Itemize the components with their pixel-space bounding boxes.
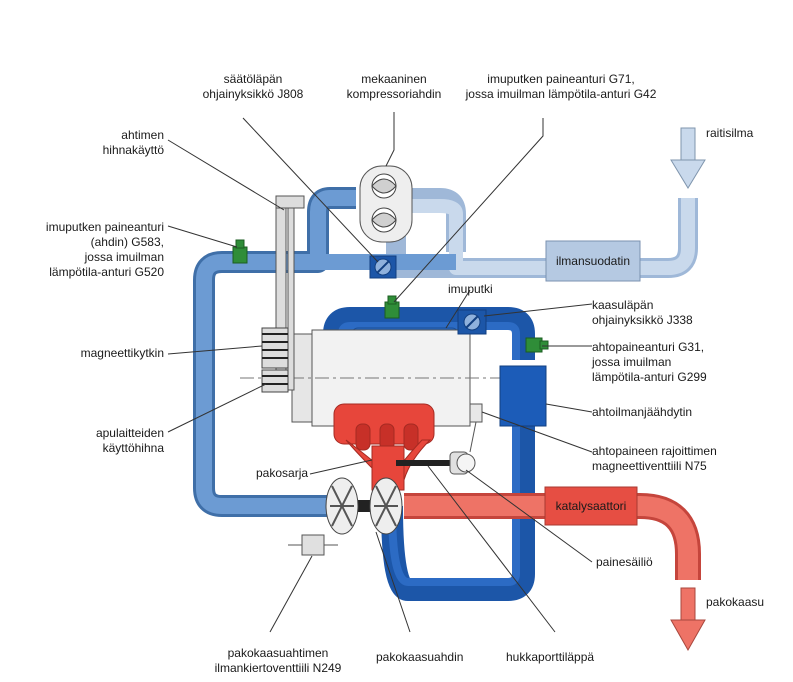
label-line: ahtopaineanturi G31, xyxy=(592,340,705,354)
label-line: jossa imuilman xyxy=(592,355,672,369)
label-line: imuputki xyxy=(448,282,493,296)
label-belt-drive: ahtimen hihnakäyttö xyxy=(60,128,164,158)
label-fresh-air: raitisilma xyxy=(706,126,753,141)
wastegate-rod xyxy=(396,460,458,466)
label-boost-limit-valve: ahtopaineen rajoittimen magneettiventtii… xyxy=(592,444,717,474)
label-aux-belt: apulaitteiden käyttöhihna xyxy=(40,426,164,456)
label-line: pakosarja xyxy=(256,466,309,480)
fresh-air-arrow xyxy=(670,127,706,189)
label-line: kaasuläpän xyxy=(592,298,654,312)
label-throttle-j338: kaasuläpän ohjainyksikkö J338 xyxy=(592,298,693,328)
label-line: pakokaasuahtimen xyxy=(227,646,329,660)
label-line: lämpötila-anturi G520 xyxy=(49,265,164,279)
label-wastegate: hukkaporttiläppä xyxy=(506,650,594,665)
label-line: ilmansuodatin xyxy=(555,254,631,268)
label-line: raitisilma xyxy=(706,126,754,140)
label-line: jossa imuilman lämpötila-anturi G42 xyxy=(465,87,657,101)
label-line: imuputken paineanturi G71, xyxy=(487,72,635,86)
label-catalyst: katalysaattori xyxy=(545,499,637,513)
label-magnetic-clutch: magneettikytkin xyxy=(40,346,164,361)
label-air-filter: ilmansuodatin xyxy=(546,254,640,268)
label-boost-sensor-g31: ahtopaineanturi G31, jossa imuilman lämp… xyxy=(592,340,707,385)
label-line: hihnakäyttö xyxy=(102,143,164,157)
belt-drive xyxy=(261,195,305,393)
label-intake-sensor-g71: imuputken paineanturi G71, jossa imuilma… xyxy=(448,72,674,102)
boost-limit-valve-n75 xyxy=(469,403,483,453)
label-line: ahtopaineen rajoittimen xyxy=(592,444,717,458)
label-intake-sensor-g583: imuputken paineanturi (ahdin) G583, joss… xyxy=(20,220,164,280)
air-filter-box xyxy=(545,240,641,282)
intercooler-box xyxy=(499,365,547,427)
label-line: mekaaninen xyxy=(361,72,427,86)
label-line: magneettikytkin xyxy=(80,346,164,360)
label-line: painesäiliö xyxy=(596,555,653,569)
throttle-j338 xyxy=(457,309,487,335)
pressure-tank xyxy=(449,451,476,475)
sensor-g31 xyxy=(525,337,549,353)
label-line: jossa imuilman xyxy=(84,250,164,264)
sensor-g583 xyxy=(232,239,248,264)
leader-lines xyxy=(167,112,593,633)
label-exhaust-manifold: pakosarja xyxy=(256,466,308,481)
label-line: hukkaporttiläppä xyxy=(506,650,595,664)
label-exhaust-gas: pakokaasu xyxy=(706,595,764,610)
throttle-j808 xyxy=(369,255,397,279)
label-line: lämpötila-anturi G299 xyxy=(592,370,707,384)
label-intake-pipe: imuputki xyxy=(448,282,493,297)
label-line: magneettiventtiili N75 xyxy=(592,459,707,473)
label-line: ohjainyksikkö J338 xyxy=(592,313,693,327)
label-mechanical-compressor: mekaaninen kompressoriahdin xyxy=(334,72,454,102)
label-pressure-tank: painesäiliö xyxy=(596,555,653,570)
exhaust-gas-arrow xyxy=(670,587,706,652)
label-line: ohjainyksikkö J808 xyxy=(202,87,304,101)
recirc-valve-n249 xyxy=(288,534,338,556)
label-line: kompressoriahdin xyxy=(346,87,442,101)
label-line: säätöläpän xyxy=(223,72,283,86)
mechanical-compressor xyxy=(359,165,413,243)
label-throttle-j808: säätöläpän ohjainyksikkö J808 xyxy=(196,72,310,102)
label-line: pakokaasuahdin xyxy=(376,650,464,664)
label-line: imuputken paineanturi xyxy=(45,220,164,234)
exhaust-pipe-inner xyxy=(404,496,698,580)
turbocharger xyxy=(325,477,403,535)
catalyst-box xyxy=(544,486,638,526)
label-line: pakokaasu xyxy=(706,595,765,609)
label-intercooler: ahtoilmanjäähdytin xyxy=(592,405,692,420)
label-recirc-valve: pakokaasuahtimen ilmankiertoventtiili N2… xyxy=(202,646,354,676)
label-line: käyttöhihna xyxy=(102,441,164,455)
label-line: ilmankiertoventtiili N249 xyxy=(214,661,342,675)
label-line: ahtoilmanjäähdytin xyxy=(592,405,693,419)
label-line: apulaitteiden xyxy=(95,426,164,440)
label-line: katalysaattori xyxy=(555,499,627,513)
label-line: (ahdin) G583, xyxy=(90,235,164,249)
label-line: ahtimen xyxy=(121,128,164,142)
label-turbocharger: pakokaasuahdin xyxy=(376,650,463,665)
sensor-g71 xyxy=(384,295,400,319)
